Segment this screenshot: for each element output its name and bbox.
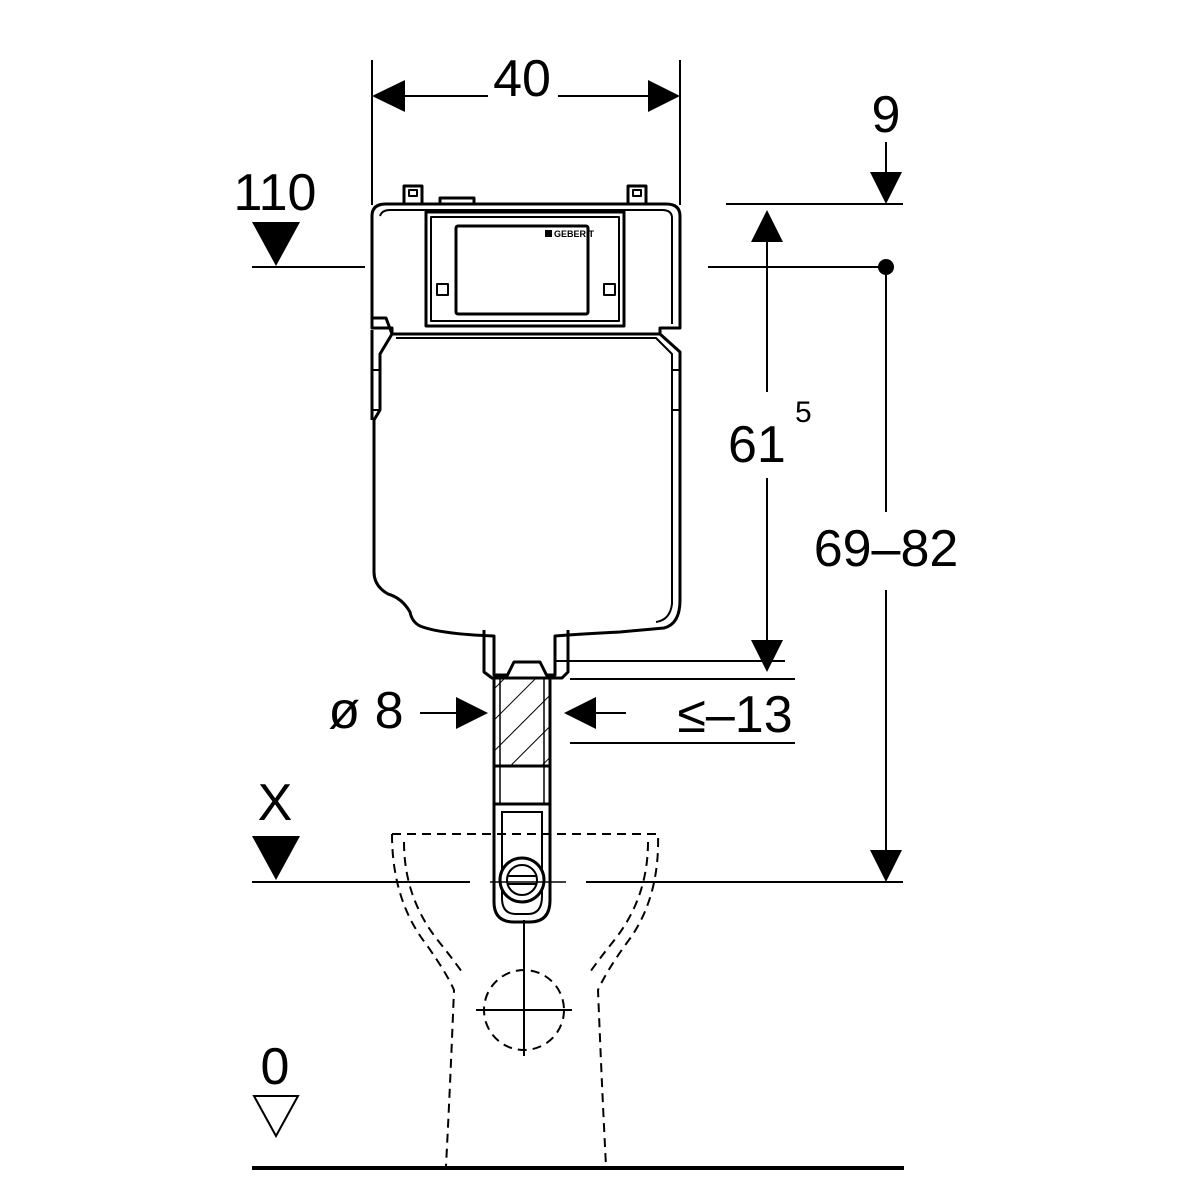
- pipe-diameter-arrow-right: [564, 697, 596, 729]
- width-label: 40: [493, 50, 551, 108]
- top-offset-arrow: [870, 172, 902, 204]
- cistern-height-arrow-down: [751, 640, 783, 672]
- cistern-tank: [372, 332, 682, 677]
- pipe-diameter-label: ø 8: [328, 682, 403, 740]
- width-arrow-left: [372, 80, 405, 112]
- height-range-label: 69–82: [814, 520, 959, 578]
- width-dimension: [371, 60, 681, 205]
- actuation-reference-dot: [878, 259, 894, 275]
- flush-pipe-lower-section: [492, 764, 552, 806]
- toilet-bowl-outline: [391, 833, 660, 1167]
- flush-pipe-hatched-section: [492, 676, 552, 768]
- brand-logo: GEBERIT: [545, 229, 595, 239]
- flush-pipe: [492, 676, 552, 924]
- floor-level-label: 0: [261, 1038, 290, 1096]
- mount-square-left: [436, 283, 449, 296]
- axis-x-label: X: [258, 774, 293, 832]
- actuator-opening-inner: [454, 224, 590, 316]
- brand-logo-text: GEBERIT: [554, 229, 595, 239]
- actuation-height-label: 110: [234, 164, 317, 222]
- mount-square-right: [603, 283, 616, 296]
- pipe-diameter-arrow-left: [456, 697, 488, 729]
- cistern-height-superscript: 5: [795, 396, 812, 429]
- cistern-height-main: 61: [728, 416, 786, 474]
- floor-level-marker: [252, 1095, 300, 1139]
- cistern-height-label: 61: [728, 416, 786, 474]
- cistern: [370, 184, 682, 680]
- axis-x-arrow: [252, 836, 300, 880]
- height-range-arrow-down: [870, 850, 902, 882]
- actuation-level-arrow: [252, 222, 300, 266]
- width-arrow-right: [648, 80, 680, 112]
- pipe-offset-label: ≤–13: [677, 686, 792, 744]
- top-offset-label: 9: [872, 86, 901, 144]
- cistern-height-arrow-up: [751, 210, 783, 242]
